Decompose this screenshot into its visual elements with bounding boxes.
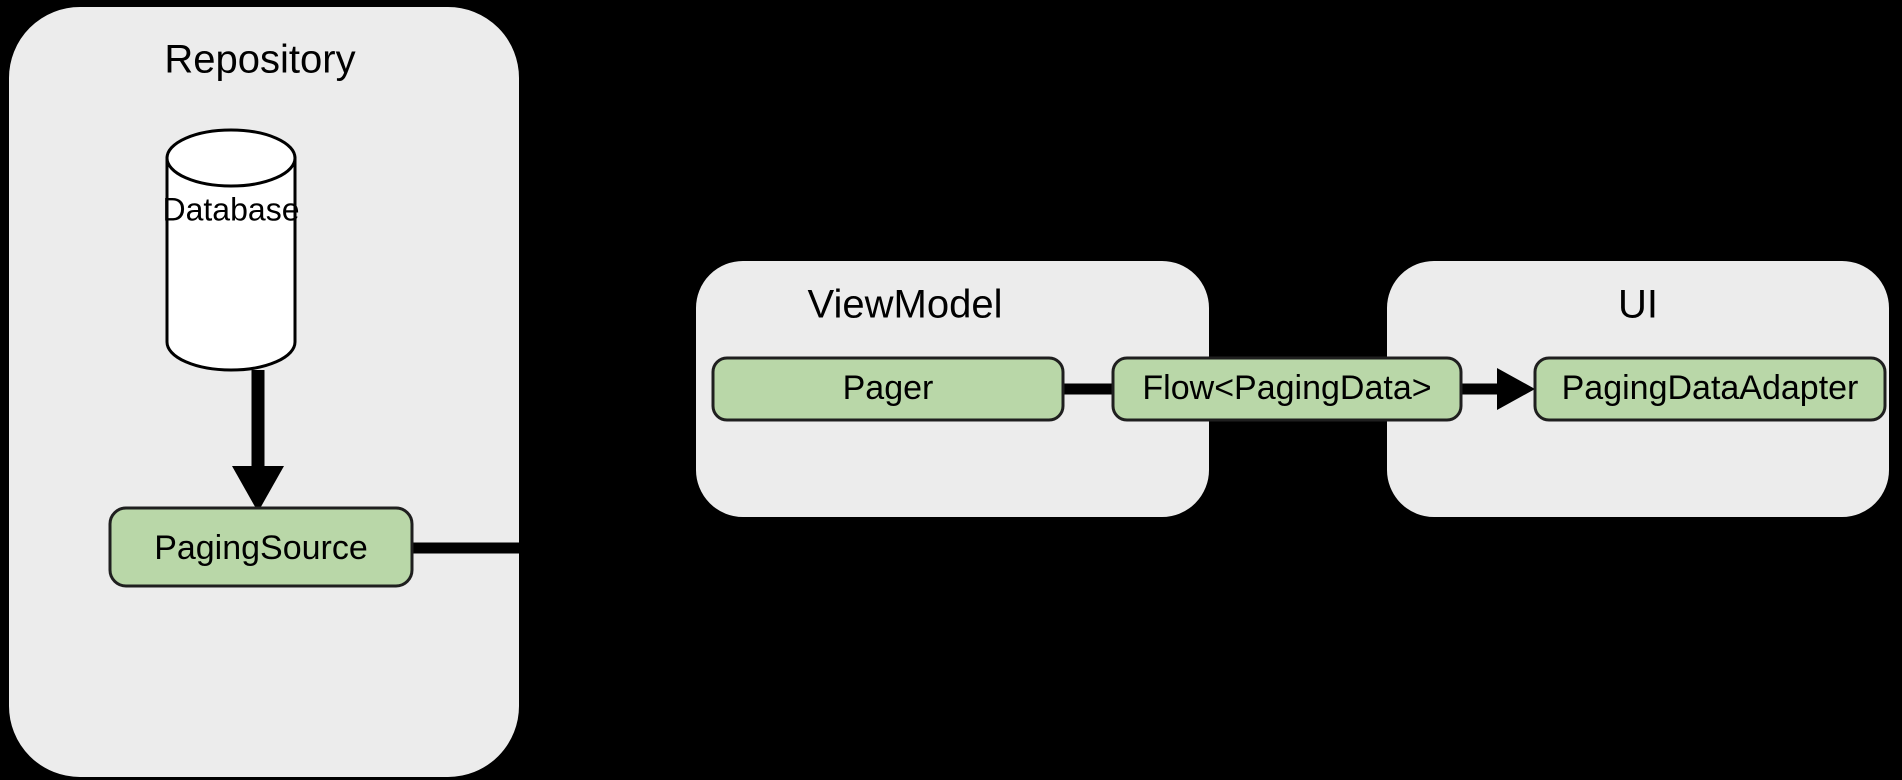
node-flow-paging-data-label: Flow<PagingData>	[1142, 369, 1431, 407]
node-pager-label: Pager	[843, 369, 934, 407]
node-pager-box	[711, 356, 1065, 422]
node-flow-paging-data-box	[1111, 356, 1463, 422]
node-flow-paging-data[interactable]: Flow<PagingData>	[1111, 356, 1463, 422]
node-database[interactable]: Database	[163, 128, 300, 372]
connector-flow-to-adapter	[1461, 368, 1535, 410]
database-cylinder-body	[165, 156, 297, 372]
database-cylinder-top	[165, 128, 297, 188]
node-database-label: Database	[163, 191, 300, 227]
panel-viewmodel-title: ViewModel	[808, 283, 1003, 327]
panel-ui-title: UI	[1618, 283, 1658, 327]
node-paging-data-adapter-box	[1533, 356, 1887, 422]
node-paging-source-box	[108, 506, 414, 588]
connector-database-to-paging-source	[232, 370, 284, 512]
panel-repository-title: Repository	[164, 38, 355, 82]
node-paging-data-adapter[interactable]: PagingDataAdapter	[1533, 356, 1887, 422]
node-pager[interactable]: Pager	[711, 356, 1065, 422]
node-paging-source[interactable]: PagingSource	[108, 506, 414, 588]
node-paging-data-adapter-label: PagingDataAdapter	[1562, 369, 1859, 407]
node-paging-source-label: PagingSource	[154, 529, 368, 567]
